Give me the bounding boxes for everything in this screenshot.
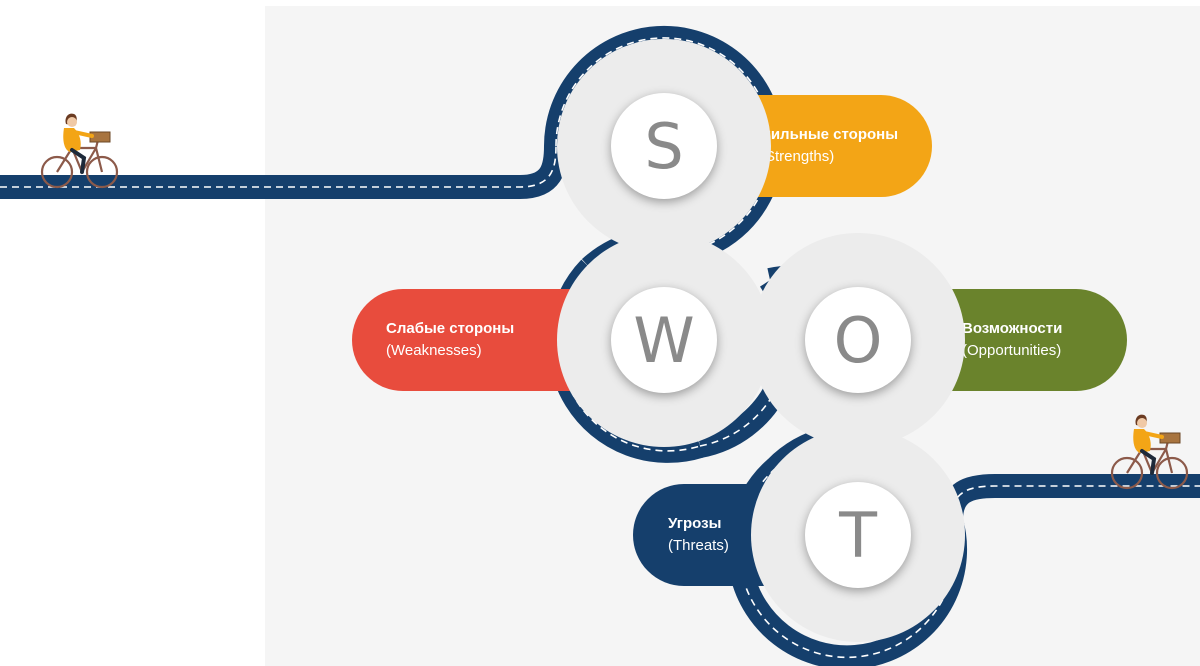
cyclist-icon	[1110, 414, 1189, 490]
threats-badge: T	[751, 428, 965, 642]
weaknesses-title: Слабые стороны	[386, 320, 515, 337]
weaknesses-letter: W	[611, 287, 717, 393]
opportunities-title: Возможности	[962, 320, 1063, 337]
threats-subtitle: (Threats)	[668, 537, 729, 554]
opportunities-subtitle: (Opportunities)	[962, 342, 1062, 359]
opportunities-badge: O	[751, 233, 965, 447]
threats-letter: T	[805, 482, 911, 588]
opportunities-letter: O	[805, 287, 911, 393]
strengths-subtitle: (Strengths)	[760, 148, 835, 165]
threats-title: Угрозы	[668, 515, 722, 532]
road-right-segment	[939, 474, 1200, 521]
weaknesses-subtitle: (Weaknesses)	[386, 342, 482, 359]
strengths-letter: S	[611, 93, 717, 199]
strengths-badge: S	[557, 39, 771, 253]
strengths-title: Сильные стороны	[760, 126, 899, 143]
cyclist-icon	[40, 113, 119, 189]
weaknesses-badge: W	[557, 233, 771, 447]
